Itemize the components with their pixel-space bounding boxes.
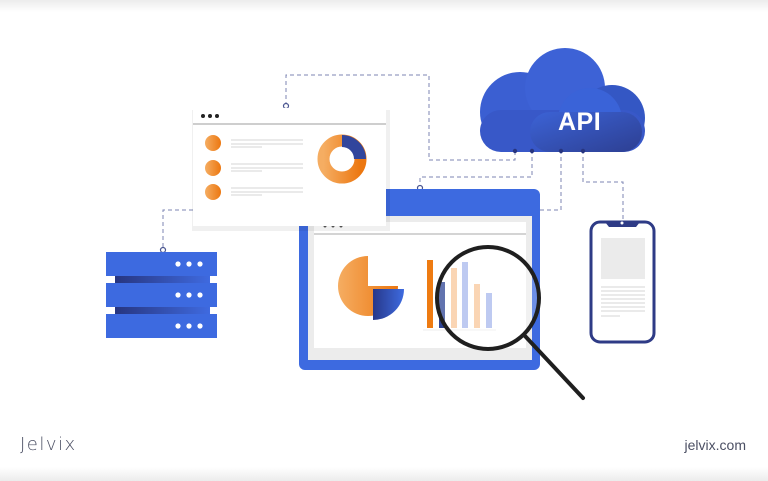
connector-lines: [162, 74, 624, 250]
brand-logo[interactable]: Jelvix: [20, 434, 77, 455]
smartphone-icon: [589, 220, 656, 344]
cloud-icon: [480, 48, 645, 154]
bottom-edge-shade: [0, 467, 768, 481]
server-icon: [106, 252, 217, 338]
api-label: API: [558, 108, 602, 136]
browser-window-icon: [192, 108, 390, 231]
top-edge-shade: [0, 0, 768, 12]
brand-url-link[interactable]: jelvix.com: [684, 437, 746, 453]
magnifying-glass-icon: [435, 245, 585, 400]
monitor-icon: [299, 189, 585, 400]
